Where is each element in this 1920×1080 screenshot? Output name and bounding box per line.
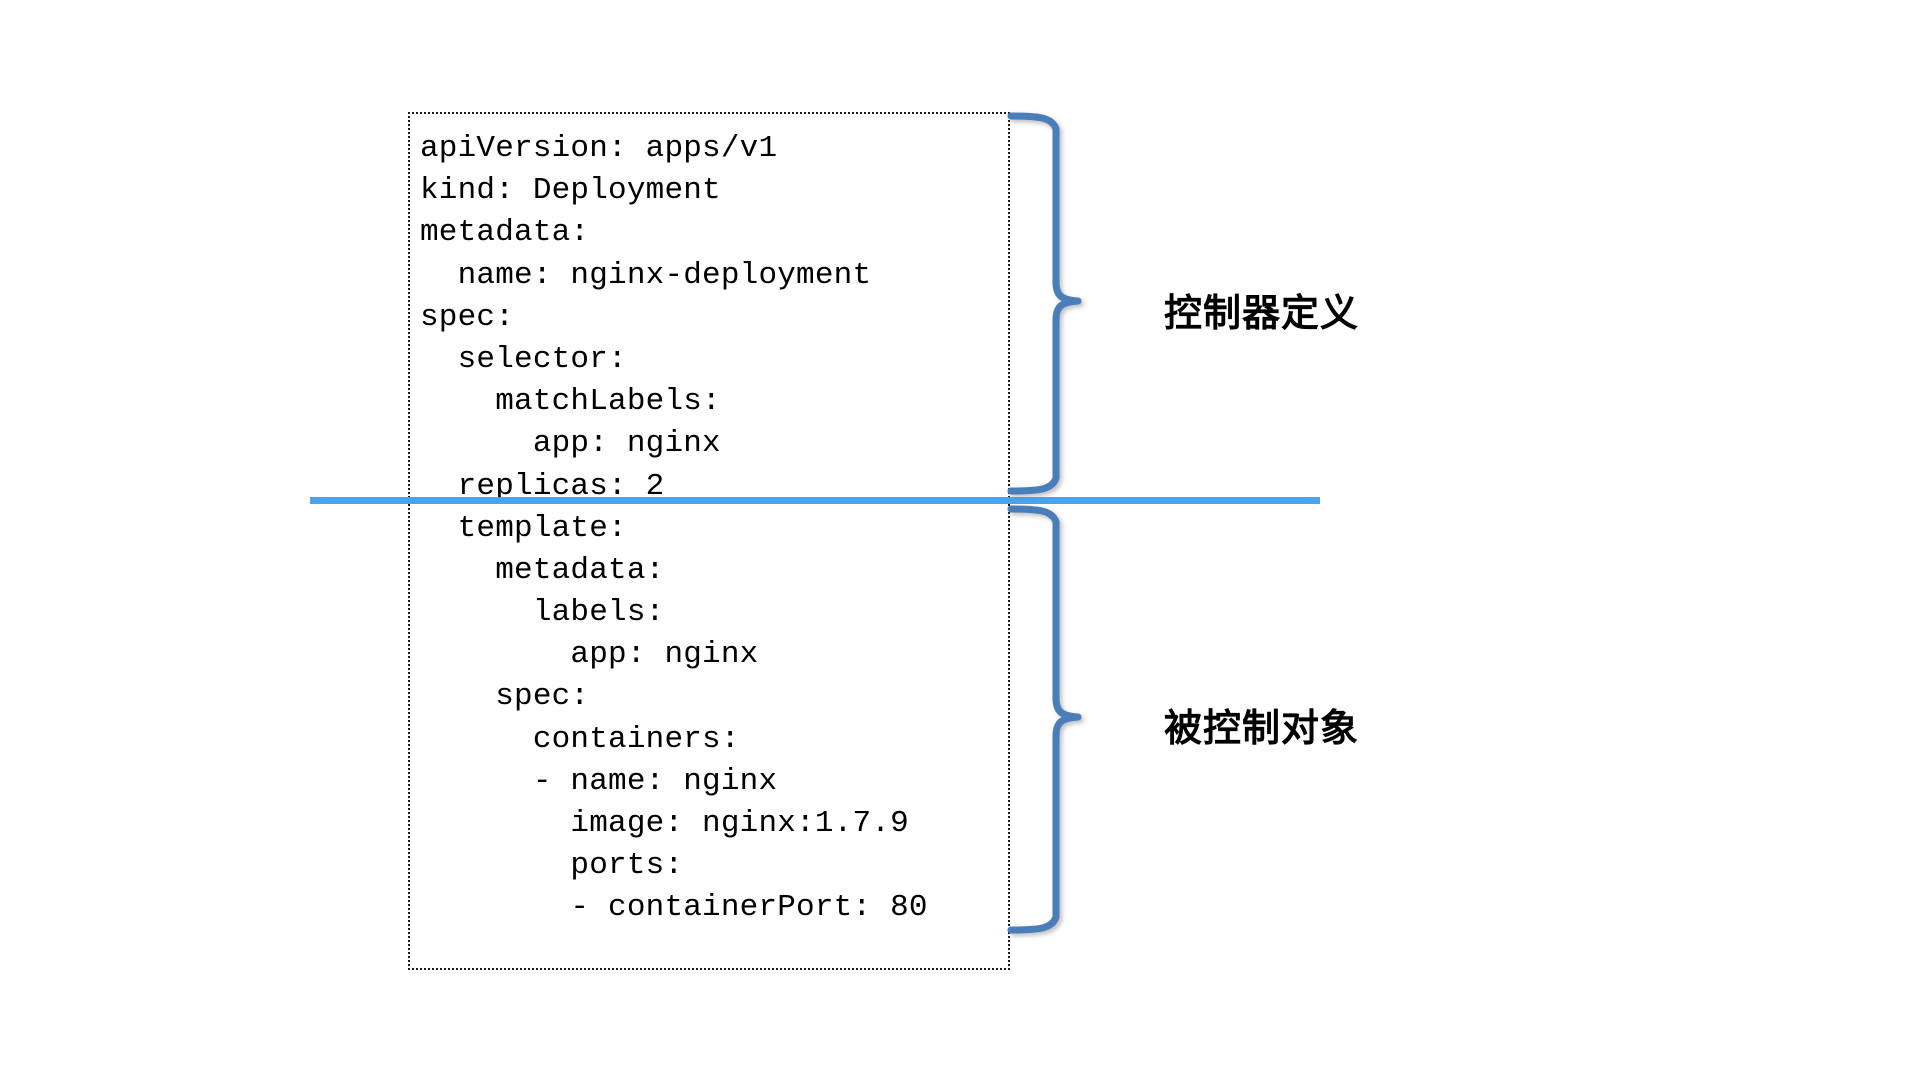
yaml-line: name: nginx-deployment [420, 257, 872, 293]
yaml-line: spec: [420, 679, 590, 715]
yaml-line: containers: [420, 721, 740, 757]
yaml-line: kind: Deployment [420, 173, 721, 209]
yaml-line: app: nginx [420, 637, 759, 673]
lower-brace-icon [1006, 503, 1116, 935]
yaml-code-box: apiVersion: apps/v1 kind: Deployment met… [408, 112, 1010, 970]
yaml-line: apiVersion: apps/v1 [420, 131, 778, 166]
annotation-label-controller-definition: 控制器定义 [1164, 291, 1360, 335]
yaml-line: template: [420, 510, 627, 546]
yaml-line: image: nginx:1.7.9 [420, 806, 909, 841]
yaml-line: spec: [420, 299, 515, 335]
yaml-line: ports: [420, 848, 684, 884]
section-divider [310, 497, 1320, 504]
yaml-line: labels: [420, 595, 665, 631]
yaml-line: metadata: [420, 552, 665, 588]
annotation-label-controlled-object: 被控制对象 [1164, 706, 1360, 750]
yaml-line: matchLabels: [420, 384, 721, 420]
yaml-line: selector: [420, 341, 627, 377]
yaml-line: metadata: [420, 215, 590, 251]
upper-brace-icon [1006, 110, 1116, 496]
yaml-line: - name: nginx [420, 763, 778, 799]
yaml-line: app: nginx [420, 426, 721, 462]
yaml-code-lines: apiVersion: apps/v1 kind: Deployment met… [420, 128, 1010, 930]
yaml-line: - containerPort: 80 [420, 890, 928, 926]
